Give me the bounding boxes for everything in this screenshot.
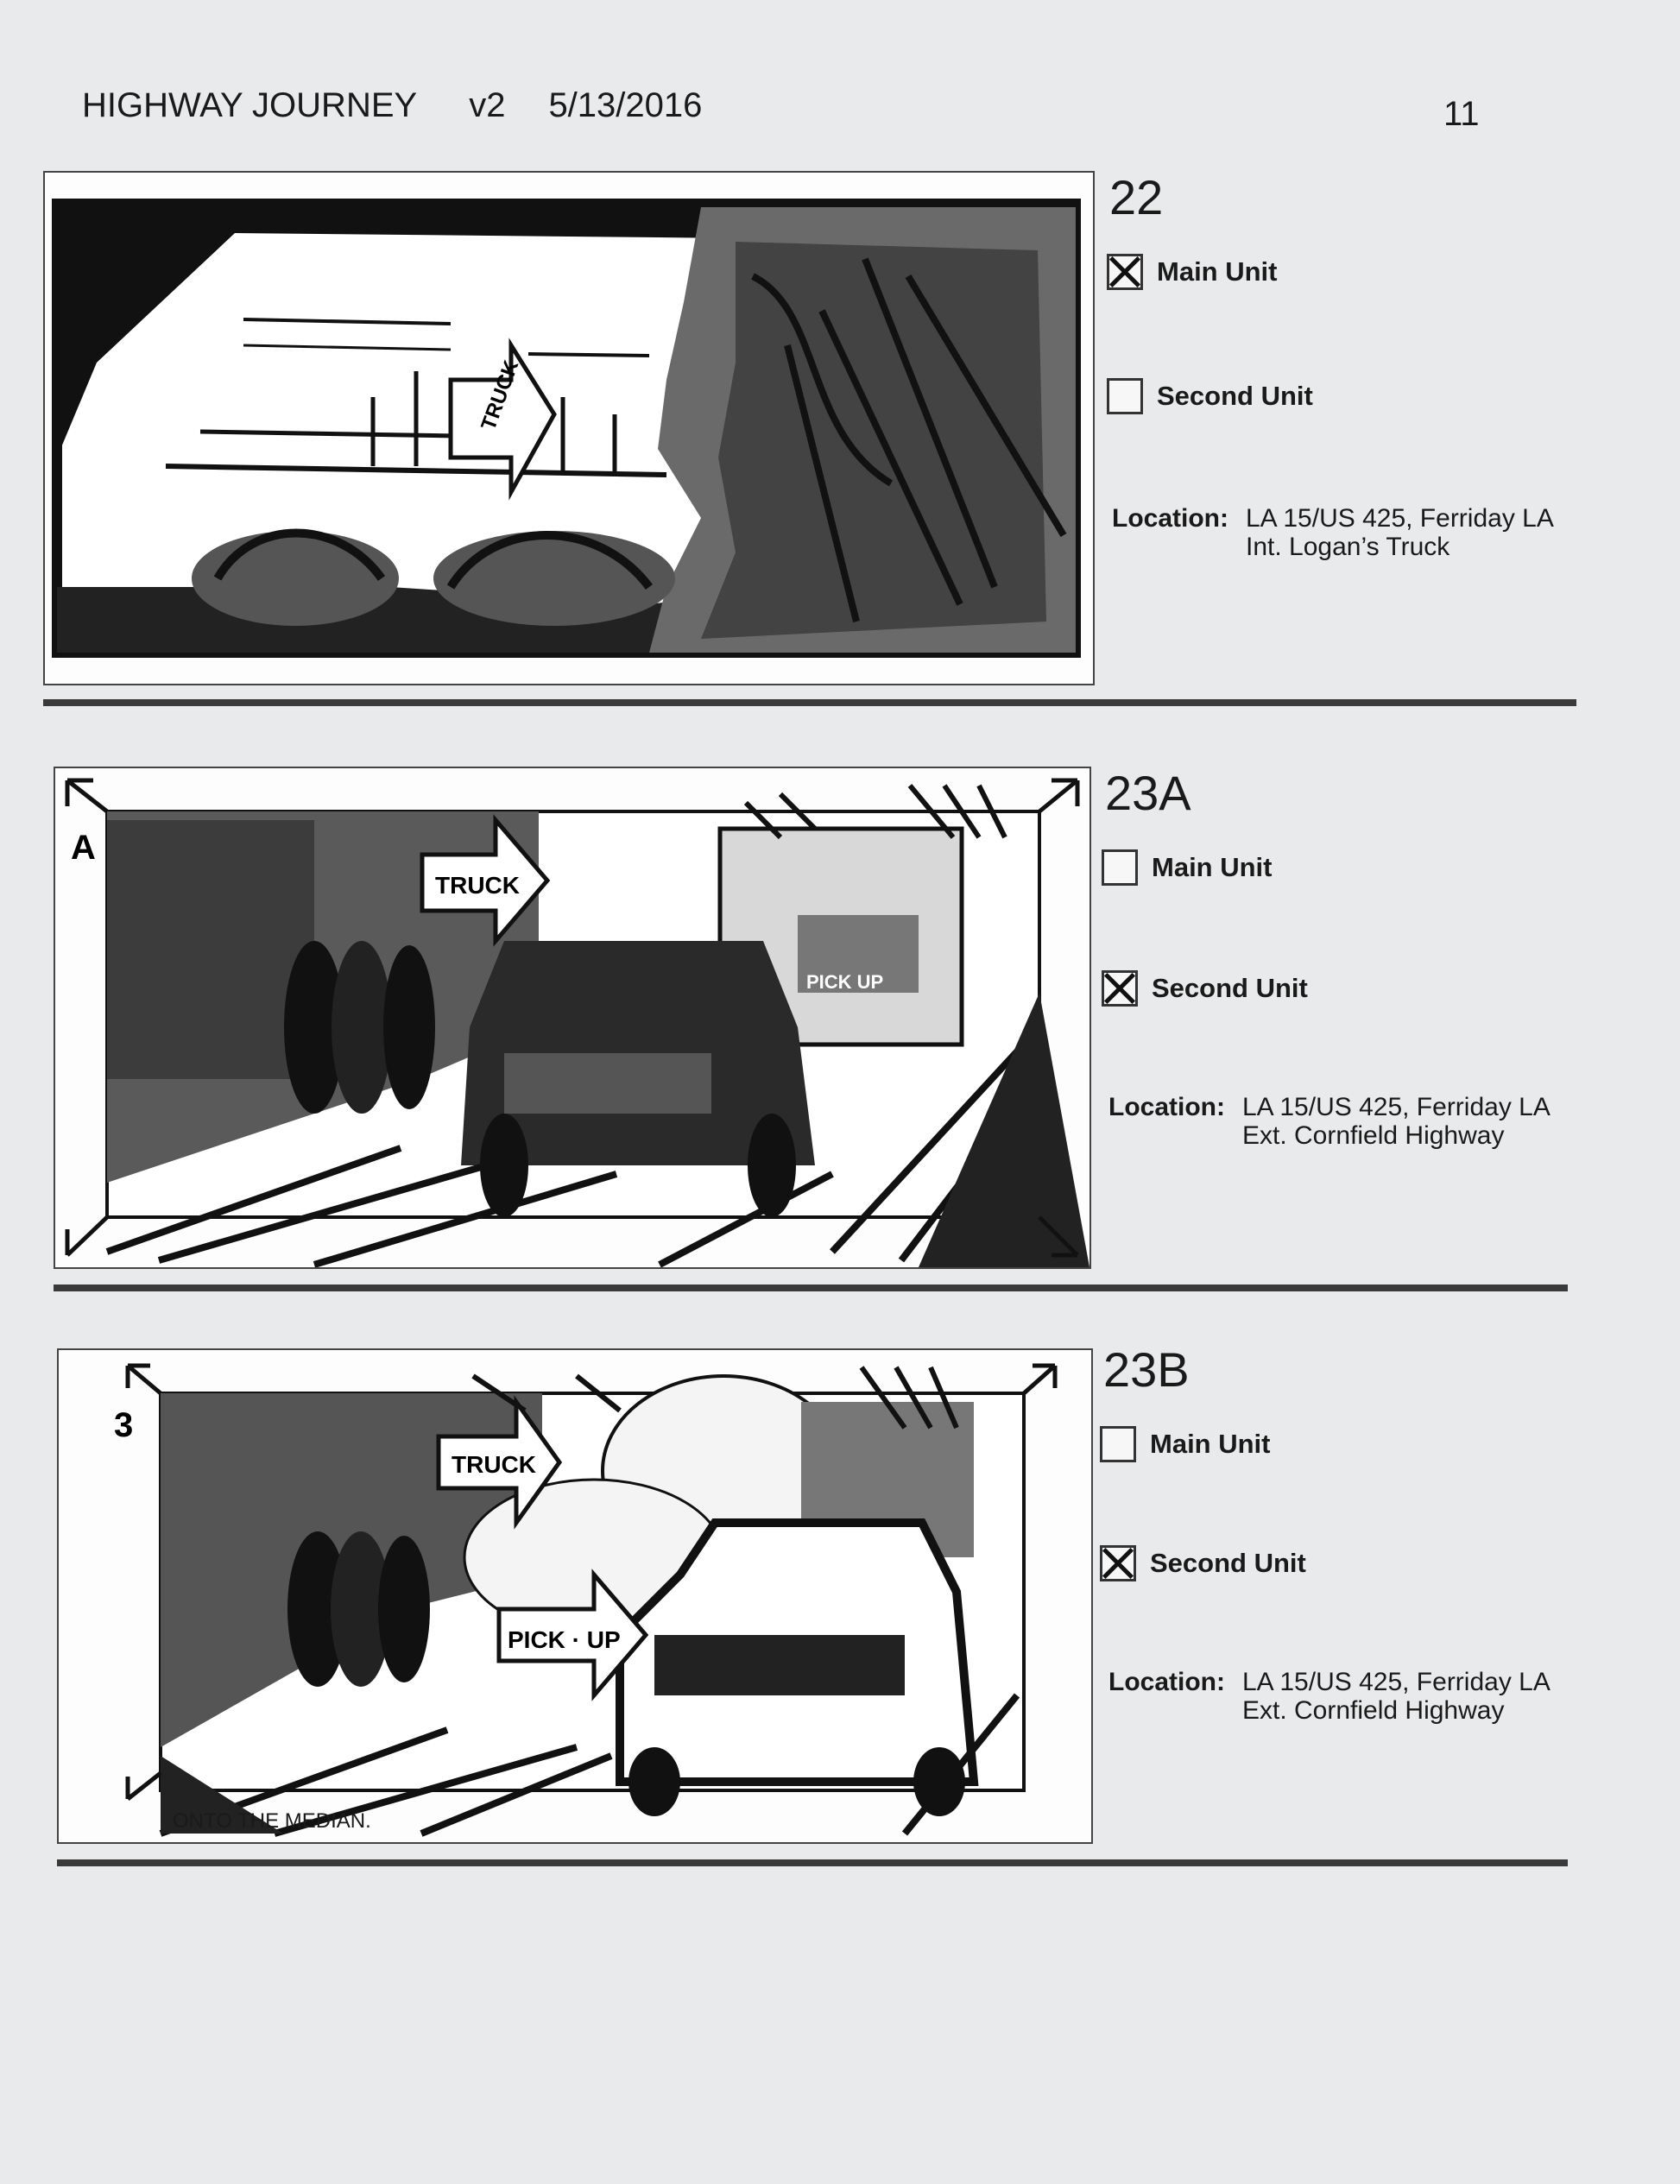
location-address: LA 15/US 425, Ferriday LA	[1242, 1668, 1551, 1696]
second-unit-label: Second Unit	[1152, 973, 1308, 1003]
second-unit-option[interactable]: Second Unit	[1107, 378, 1313, 414]
main-unit-label: Main Unit	[1150, 1429, 1271, 1459]
page-header: HIGHWAY JOURNEY v2 5/13/2016	[82, 86, 702, 125]
main-unit-option[interactable]: Main Unit	[1100, 1426, 1271, 1462]
divider-rule	[54, 1285, 1568, 1291]
document-date: 5/13/2016	[548, 86, 703, 124]
sketch-label-truck: TRUCK	[452, 1451, 536, 1478]
sketch-highway-23b: TRUCK PICK · UP 3	[114, 1363, 1058, 1837]
location-block: Location: LA 15/US 425, Ferriday LA Int.…	[1112, 504, 1554, 561]
location-address: LA 15/US 425, Ferriday LA	[1246, 504, 1554, 533]
frame-mark: A	[71, 829, 96, 867]
sketch-label-pickup: PICK UP	[806, 971, 883, 993]
second-unit-checkbox[interactable]	[1107, 378, 1143, 414]
divider-rule	[57, 1859, 1568, 1866]
second-unit-option[interactable]: Second Unit	[1100, 1545, 1306, 1581]
location-block: Location: LA 15/US 425, Ferriday LA Ext.…	[1108, 1668, 1551, 1725]
location-label: Location:	[1108, 1093, 1225, 1121]
sketch-label-truck: TRUCK	[435, 872, 520, 899]
main-unit-label: Main Unit	[1152, 852, 1273, 882]
shot-number: 23A	[1105, 766, 1191, 820]
main-unit-checkbox[interactable]	[1107, 254, 1143, 290]
location-setting: Ext. Cornfield Highway	[1242, 1121, 1505, 1150]
storyboard-frame-23a: TRUCK PICK UP A	[54, 767, 1091, 1269]
storyboard-frame-22: TRUCK	[43, 171, 1095, 685]
divider-rule	[43, 699, 1576, 706]
location-setting: Int. Logan’s Truck	[1246, 533, 1450, 561]
page-number: 11	[1443, 95, 1480, 133]
main-unit-checkbox[interactable]	[1100, 1426, 1136, 1462]
storyboard-frame-23b: TRUCK PICK · UP 3	[57, 1348, 1093, 1844]
sketch-interior-truck: TRUCK	[52, 199, 1081, 658]
document-version: v2	[469, 86, 506, 124]
second-unit-checkbox[interactable]	[1102, 970, 1138, 1007]
location-block: Location: LA 15/US 425, Ferriday LA Ext.…	[1108, 1093, 1551, 1150]
frame-mark: 3	[114, 1406, 133, 1444]
shot-number: 22	[1109, 170, 1164, 224]
second-unit-label: Second Unit	[1157, 381, 1313, 411]
frame-caption: ONTO THE MEDIAN.	[173, 1809, 371, 1833]
sketch-label-pickup: PICK · UP	[508, 1626, 621, 1653]
document-title: HIGHWAY JOURNEY	[82, 86, 418, 124]
main-unit-option[interactable]: Main Unit	[1107, 254, 1278, 290]
location-setting: Ext. Cornfield Highway	[1242, 1696, 1505, 1725]
location-label: Location:	[1112, 504, 1228, 533]
second-unit-checkbox[interactable]	[1100, 1545, 1136, 1581]
second-unit-label: Second Unit	[1150, 1548, 1306, 1578]
location-label: Location:	[1108, 1668, 1225, 1696]
main-unit-label: Main Unit	[1157, 256, 1278, 287]
second-unit-option[interactable]: Second Unit	[1102, 970, 1308, 1007]
location-address: LA 15/US 425, Ferriday LA	[1242, 1093, 1551, 1121]
shot-number: 23B	[1103, 1342, 1190, 1397]
main-unit-checkbox[interactable]	[1102, 849, 1138, 886]
sketch-highway-23a: TRUCK PICK UP A	[65, 778, 1089, 1267]
main-unit-option[interactable]: Main Unit	[1102, 849, 1273, 886]
